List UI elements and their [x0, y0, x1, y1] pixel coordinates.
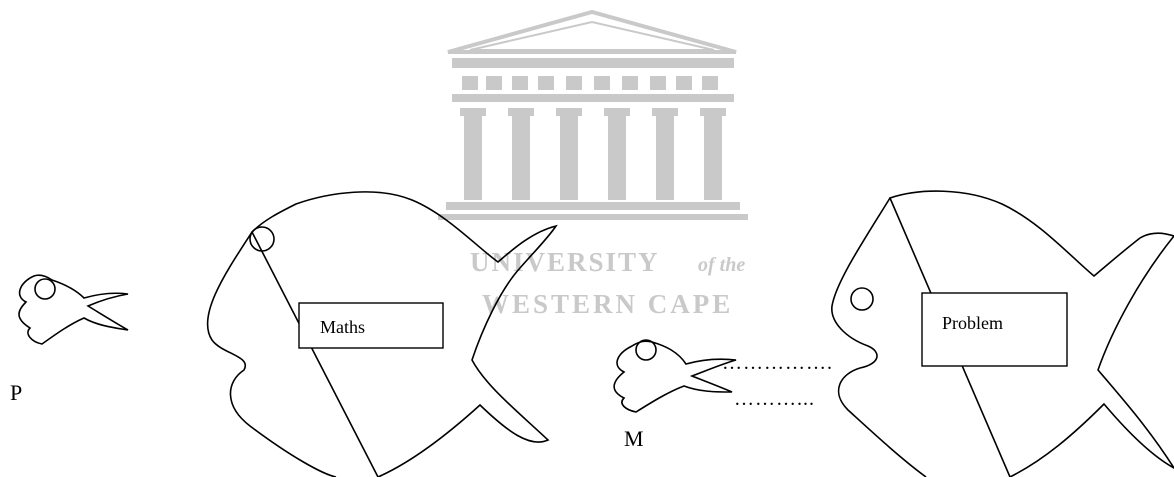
maths-box-label: Maths: [320, 317, 365, 337]
problem-box-label: Problem: [942, 313, 1003, 333]
large-fish-maths: [206, 191, 558, 477]
large-fish-problem: [831, 190, 1174, 477]
large-fish-problem-eye: [850, 287, 874, 311]
watermark-frieze: [462, 76, 718, 90]
watermark-line2: WESTERN CAPE: [482, 289, 733, 319]
watermark-pediment: [447, 9, 737, 54]
watermark-line1: UNIVERSITY: [470, 247, 660, 277]
problem-box: Problem: [921, 292, 1068, 367]
large-fish-problem-body: [831, 190, 1174, 477]
small-fish-p: [18, 274, 129, 345]
watermark-base: [446, 202, 740, 210]
watermark-columns: [460, 108, 726, 200]
watermark-entablature: [452, 58, 734, 68]
dots-upper: …………….: [722, 352, 833, 374]
large-fish-maths-body: [206, 191, 558, 477]
small-fish-m-eye: [635, 339, 657, 361]
small-fish-p-body: [18, 274, 129, 345]
label-m: M: [624, 426, 644, 451]
university-watermark: UNIVERSITY of the WESTERN CAPE: [438, 9, 748, 319]
large-fish-maths-eye: [249, 226, 275, 252]
small-fish-p-eye: [34, 278, 56, 300]
dots-lower: ………...: [734, 388, 815, 410]
maths-box: Maths: [298, 302, 444, 349]
small-fish-m-body: [613, 340, 737, 413]
watermark-line1-suffix: of the: [698, 254, 745, 276]
label-p: P: [10, 380, 22, 405]
small-fish-m: [613, 339, 737, 413]
